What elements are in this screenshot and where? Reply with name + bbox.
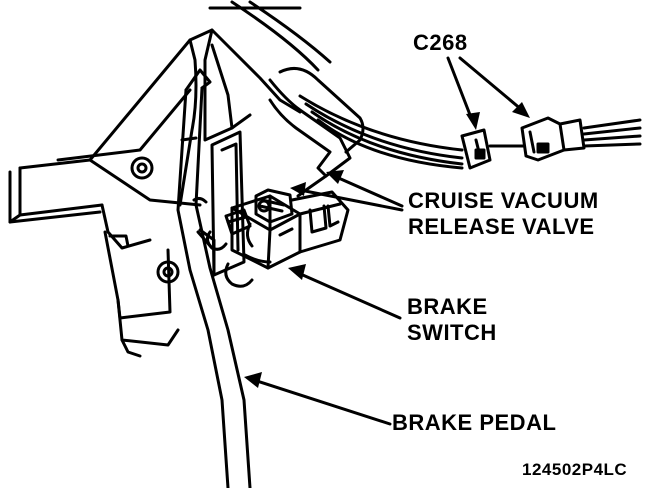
- figure-code: 124502P4LC: [522, 460, 627, 480]
- valve-label-line-1: CRUISE VACUUM: [408, 188, 599, 213]
- brake-pedal-label: BRAKE PEDAL: [392, 410, 556, 436]
- mounting-bolts: [130, 156, 180, 284]
- valve-label-line-2: RELEASE VALVE: [408, 214, 595, 239]
- pedal-mounting-bracket: [8, 28, 302, 250]
- connector-c268-label: C268: [413, 30, 468, 56]
- brake-switch-label: BRAKE SWITCH: [407, 294, 497, 346]
- arrowheads: [244, 102, 530, 388]
- vacuum-release-valve: [205, 188, 294, 288]
- vacuum-hose-and-harness: [268, 66, 464, 198]
- dash-panel-linework: [208, 0, 332, 72]
- connector-label-text: C268: [413, 30, 468, 55]
- figure-code-text: 124502P4LC: [522, 460, 628, 479]
- connector-c268-left: [460, 128, 492, 170]
- switch-label-line-1: BRAKE: [407, 294, 488, 319]
- connector-c268-right: [520, 116, 642, 162]
- switch-label-line-2: SWITCH: [407, 320, 497, 345]
- pedal-label-text: BRAKE PEDAL: [392, 410, 557, 435]
- leader-arrows: [252, 56, 524, 426]
- lower-bracket: [103, 230, 180, 358]
- brake-switch-connector: [290, 190, 350, 254]
- vacuum-release-valve-label: CRUISE VACUUM RELEASE VALVE: [408, 188, 599, 240]
- brake-pedal-arm: [176, 68, 252, 488]
